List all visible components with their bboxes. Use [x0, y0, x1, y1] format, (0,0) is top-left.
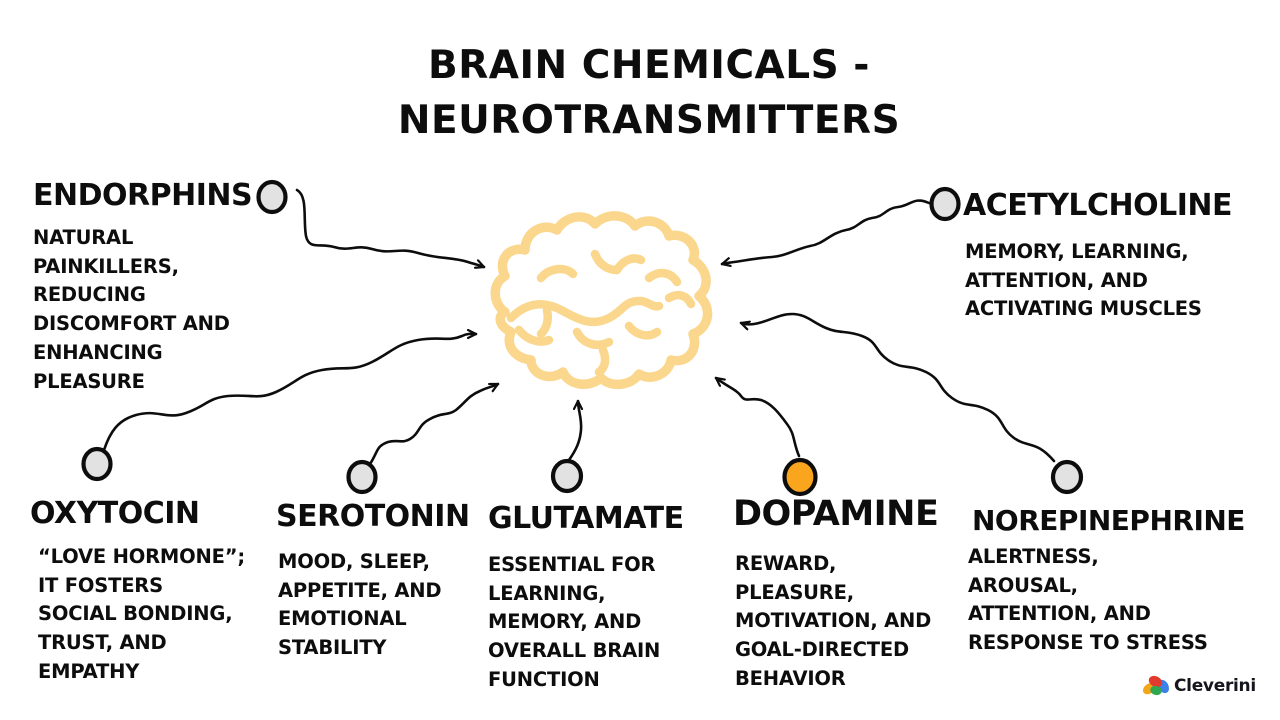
- node-endorphins: [256, 179, 288, 215]
- connector-nodes: [81, 179, 1084, 497]
- label-acetylcholine: ACETYLCHOLINE: [963, 188, 1233, 223]
- node-acetylcholine: [929, 186, 961, 222]
- node-oxytocin: [81, 446, 113, 482]
- label-oxytocin: OXYTOCIN: [30, 496, 200, 531]
- description-norepinephrine: ALERTNESS, AROUSAL, ATTENTION, AND RESPO…: [968, 545, 1208, 655]
- description-oxytocin: “LOVE HORMONE”; IT FOSTERS SOCIAL BONDIN…: [38, 545, 245, 683]
- arrow-oxytocin: [102, 334, 478, 452]
- label-dopamine: DOPAMINE: [733, 494, 939, 534]
- node-norepinephrine: [1050, 459, 1084, 495]
- connector-arrows: [102, 188, 1056, 466]
- arrow-endorphins: [295, 188, 486, 267]
- label-endorphins: ENDORPHINS: [33, 178, 253, 213]
- label-norepinephrine: NOREPINEPHRINE: [972, 504, 1245, 537]
- node-dopamine: [782, 457, 818, 497]
- description-dopamine: REWARD, PLEASURE, MOTIVATION, AND GOAL-D…: [735, 552, 932, 690]
- brain-icon: [490, 211, 713, 390]
- arrow-norepinephrine: [739, 312, 1056, 463]
- description-serotonin: MOOD, SLEEP, APPETITE, AND EMOTIONAL STA…: [278, 550, 442, 660]
- page-title: BRAIN CHEMICALS - NEUROTRANSMITTERS: [397, 43, 901, 143]
- node-glutamate: [550, 458, 584, 494]
- arrow-serotonin: [368, 382, 500, 466]
- description-endorphins: NATURAL PAINKILLERS, REDUCING DISCOMFORT…: [33, 226, 230, 393]
- node-serotonin: [346, 459, 378, 495]
- label-glutamate: GLUTAMATE: [488, 501, 684, 536]
- arrow-acetylcholine: [720, 199, 931, 264]
- arrow-dopamine: [714, 376, 801, 458]
- label-serotonin: SEROTONIN: [276, 499, 470, 534]
- description-glutamate: ESSENTIAL FOR LEARNING, MEMORY, AND OVER…: [488, 553, 661, 691]
- cleverini-logo-icon: [1142, 675, 1170, 696]
- description-acetylcholine: MEMORY, LEARNING, ATTENTION, AND ACTIVAT…: [965, 240, 1202, 321]
- cleverini-wordmark: Cleverini: [1174, 676, 1256, 696]
- arrow-glutamate: [567, 399, 581, 462]
